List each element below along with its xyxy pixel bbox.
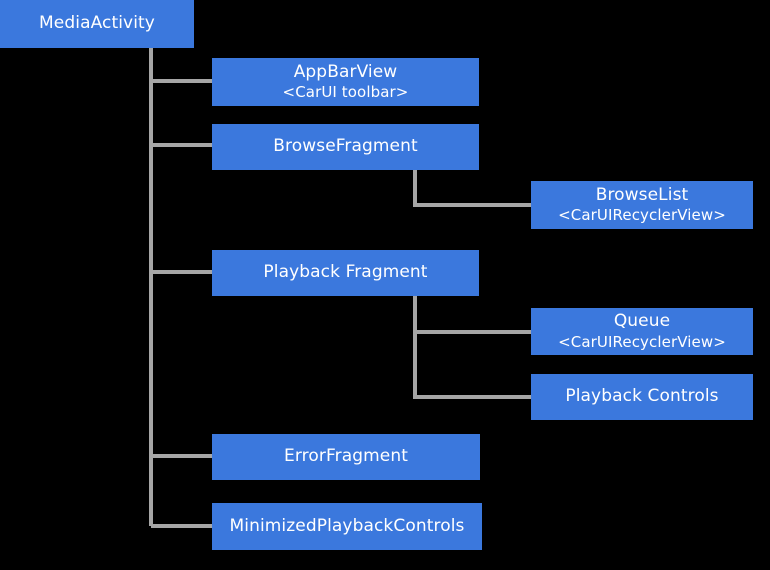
node-title: Playback Controls	[565, 386, 719, 407]
edge-playback-fragment-queue	[413, 296, 531, 334]
node-subtitle: <CarUI toolbar>	[282, 83, 409, 102]
node-playback-controls[interactable]: Playback Controls	[531, 374, 753, 420]
node-media-activity[interactable]: MediaActivity	[0, 0, 194, 48]
node-title: Playback Fragment	[263, 262, 428, 283]
node-browse-list[interactable]: BrowseList <CarUIRecyclerView>	[531, 181, 753, 229]
node-subtitle: <CarUIRecyclerView>	[558, 332, 726, 351]
node-app-bar-view[interactable]: AppBarView <CarUI toolbar>	[212, 58, 479, 106]
edge-browse-fragment-browse-list	[413, 170, 531, 207]
node-title: ErrorFragment	[284, 446, 408, 467]
node-title: MediaActivity	[39, 13, 155, 34]
node-minimized-playback-controls[interactable]: MinimizedPlaybackControls	[212, 503, 482, 550]
node-title: BrowseList	[595, 184, 689, 205]
node-title: MinimizedPlaybackControls	[229, 515, 465, 536]
node-title: AppBarView	[293, 61, 398, 82]
node-error-fragment[interactable]: ErrorFragment	[212, 434, 480, 480]
node-title: BrowseFragment	[273, 136, 418, 157]
node-queue[interactable]: Queue <CarUIRecyclerView>	[531, 308, 753, 355]
node-browse-fragment[interactable]: BrowseFragment	[212, 124, 479, 170]
node-playback-fragment[interactable]: Playback Fragment	[212, 250, 479, 296]
edge-playback-fragment-playback-controls	[413, 332, 531, 399]
node-subtitle: <CarUIRecyclerView>	[558, 206, 726, 225]
node-title: Queue	[613, 311, 671, 332]
